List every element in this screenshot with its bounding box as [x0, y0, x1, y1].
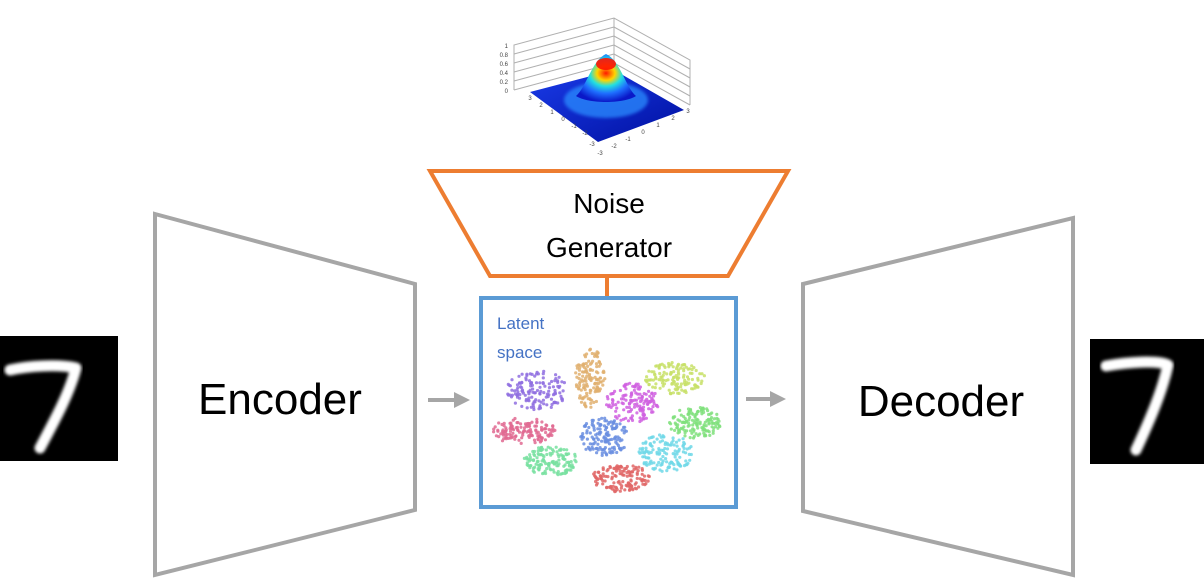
gaussian-plot: 1 0.8 0.6 0.4 0.2 0 -3 -2 -1 0 1 2 3 3 2…: [500, 17, 691, 157]
latent-cluster: [668, 406, 722, 440]
latent-label-line1: Latent: [497, 314, 545, 333]
latent-cluster: [644, 361, 707, 396]
x-tick: -3: [597, 151, 603, 157]
y-tick: -2: [582, 131, 588, 137]
noise-generator-label-line2: Generator: [546, 232, 672, 263]
x-tick: -1: [625, 137, 631, 143]
y-tick: 2: [539, 103, 543, 109]
latent-cluster: [637, 433, 693, 473]
decoder-block: [801, 215, 1075, 578]
noise-generator-label-line1: Noise: [573, 188, 645, 219]
y-tick: -1: [571, 124, 577, 130]
latent-label-line2: space: [497, 343, 542, 362]
x-tick: -2: [611, 144, 617, 150]
latent-cluster: [522, 445, 578, 477]
latent-cluster: [579, 416, 629, 457]
input-digit-image: 7: [0, 336, 118, 461]
latent-cluster: [592, 464, 651, 494]
z-tick: 0.4: [500, 71, 509, 77]
encoder-label: Encoder: [198, 375, 362, 424]
latent-space-box: [479, 296, 738, 509]
decoder-label: Decoder: [858, 377, 1024, 426]
y-tick: 0: [561, 117, 565, 123]
x-tick: 0: [641, 130, 645, 136]
arrow-latent-to-decoder: [746, 391, 786, 407]
y-tick: -3: [589, 142, 595, 148]
latent-cluster: [506, 369, 567, 412]
x-tick: 2: [671, 116, 675, 122]
latent-cluster: [492, 416, 557, 445]
y-tick: 3: [528, 96, 532, 102]
z-tick: 0.6: [500, 62, 509, 68]
gaussian-peak: [576, 54, 636, 102]
y-tick: 1: [550, 110, 554, 116]
latent-cluster: [574, 347, 607, 409]
arrow-encoder-to-latent: [428, 392, 470, 408]
latent-clusters: [492, 347, 722, 494]
z-tick: 0: [505, 89, 509, 95]
output-digit-image: 7: [1090, 339, 1204, 464]
x-tick: 1: [656, 123, 660, 129]
noise-generator-block: [426, 169, 792, 278]
latent-cluster: [605, 381, 660, 424]
encoder-block: [153, 211, 417, 578]
x-tick: 3: [686, 109, 690, 115]
z-tick: 0.2: [500, 80, 509, 86]
z-tick: 0.8: [500, 53, 509, 59]
z-tick: 1: [505, 44, 509, 50]
